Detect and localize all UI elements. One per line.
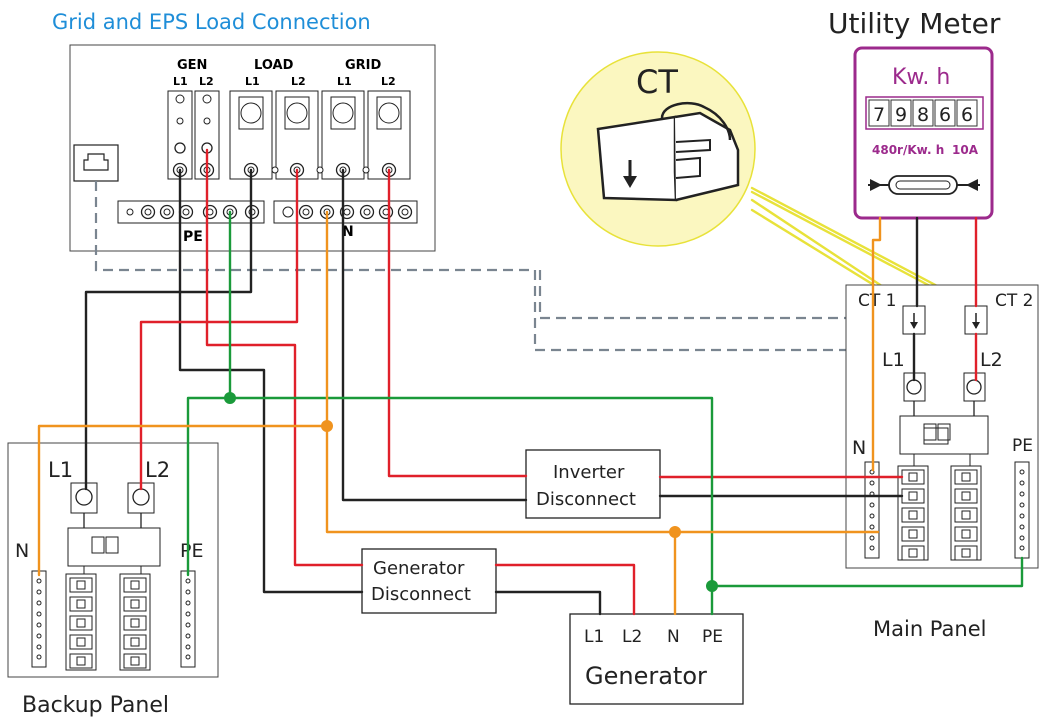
- ct-callout: CT: [560, 51, 756, 247]
- backup-n-label: N: [15, 540, 29, 562]
- inverter-disconnect: Inverter Disconnect: [525, 449, 661, 519]
- generator-terminal-n: N: [667, 627, 680, 647]
- ct1-label: CT 1: [858, 291, 896, 311]
- backup-panel-label: Backup Panel: [22, 693, 169, 718]
- junction-dots: [224, 392, 718, 592]
- meter-disc-icon: [868, 175, 980, 195]
- ct-clamp-icon: [596, 102, 740, 202]
- generator-disconnect: Generator Disconnect: [361, 548, 497, 614]
- load-grid-terminals: [229, 90, 411, 180]
- backup-pe-bar-holes: [185, 578, 191, 660]
- diagram-title: Grid and EPS Load Connection: [52, 10, 371, 34]
- generator-disconnect-line2: Disconnect: [371, 584, 471, 605]
- generator-disconnect-line1: Generator: [373, 558, 465, 579]
- utility-meter-title: Utility Meter: [828, 7, 1001, 40]
- generator-label: Generator: [585, 662, 707, 690]
- pe-bus-bar: [117, 200, 265, 224]
- n-bus-bar: [273, 200, 418, 224]
- generator-terminal-pe: PE: [702, 627, 723, 647]
- grid-l2-label: L2: [381, 75, 396, 88]
- grid-label: GRID: [345, 58, 382, 73]
- gen-l2-label: L2: [199, 75, 214, 88]
- load-l1-label: L1: [245, 75, 260, 88]
- gen-l1-label: L1: [173, 75, 188, 88]
- backup-pe-label: PE: [180, 540, 203, 562]
- load-l2-label: L2: [291, 75, 306, 88]
- main-l1-label: L1: [882, 349, 905, 371]
- main-breakers: [897, 465, 982, 561]
- grid-l1-label: L1: [337, 75, 352, 88]
- meter-digit: 6: [939, 104, 951, 126]
- main-pe-bar-holes: [1019, 469, 1025, 551]
- meter-spec-amp: 10A: [952, 143, 979, 157]
- main-l2-label: L2: [980, 349, 1003, 371]
- main-panel-label: Main Panel: [873, 617, 986, 641]
- wires: [37, 148, 1024, 616]
- ct-callout-label: CT: [636, 63, 678, 101]
- rj45-port: [73, 144, 119, 182]
- main-n-label: N: [852, 437, 866, 459]
- inverter-terminal-box: GEN LOAD GRID L1 L2 L1 L2 L1 L2: [69, 44, 436, 252]
- pe-bar-label: PE: [183, 229, 203, 245]
- inverter-disconnect-line2: Disconnect: [536, 489, 636, 510]
- n-bar-label: N: [342, 224, 354, 240]
- generator-terminal-l2: L2: [622, 627, 642, 647]
- backup-l1-label: L1: [48, 458, 73, 482]
- ct2-label: CT 2: [995, 291, 1033, 311]
- generator: L1 L2 N PE Generator: [569, 613, 744, 705]
- main-pe-label: PE: [1012, 436, 1033, 456]
- inverter-disconnect-line1: Inverter: [553, 462, 625, 483]
- meter-unit: Kw. h: [892, 65, 950, 90]
- meter-digits: 7 9 8 6 6: [868, 99, 978, 127]
- meter-digit: 9: [895, 104, 907, 126]
- gen-label: GEN: [177, 58, 207, 73]
- meter-digit: 6: [961, 104, 973, 126]
- meter-spec-rate: 480r/Kw. h: [872, 143, 944, 157]
- backup-n-bar-holes: [36, 578, 42, 660]
- backup-l2-label: L2: [145, 458, 170, 482]
- meter-digit: 8: [917, 104, 929, 126]
- meter-digit: 7: [873, 104, 885, 126]
- utility-meter: Kw. h 7 9 8 6 6 480r/Kw. h 10A: [853, 46, 994, 220]
- backup-breakers: [65, 573, 151, 671]
- load-label: LOAD: [254, 58, 294, 73]
- main-panel: CT 1 CT 2 L1 L2 N PE: [845, 284, 1039, 641]
- generator-terminal-l1: L1: [584, 627, 604, 647]
